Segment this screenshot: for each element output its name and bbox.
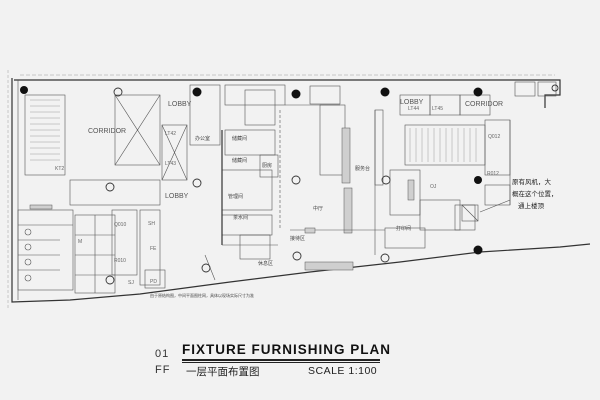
label-lift-3: LT44 [408, 106, 419, 112]
label-q012: Q012 [488, 134, 500, 140]
drawing-number: 01 [155, 348, 170, 360]
label-fe: FE [150, 246, 157, 252]
annotation-line-3: 通上楼顶 [518, 201, 545, 210]
label-lobby-1: LOBBY [168, 101, 192, 108]
label-lobby-2: LOBBY [165, 193, 189, 200]
label-lobby-3: LOBBY [400, 99, 424, 106]
label-lift-4: LT45 [432, 106, 443, 112]
label-store-a: 储藏间 [232, 135, 247, 142]
room-labels: CORRIDOR CORRIDOR LOBBY LOBBY LOBBY LT42… [55, 99, 503, 286]
label-stair-1: KT2 [55, 166, 64, 172]
left-stair-core [24, 94, 188, 289]
structural-columns [20, 84, 559, 285]
cn-room-labels: 办公室 中厅 休息区 储藏间 储藏间 厨房 打印间 茶水间 管理间 接待区 服务… [195, 135, 411, 267]
drawing-title: FIXTURE FURNISHING PLAN [182, 342, 392, 357]
label-hall: 中厅 [313, 205, 323, 212]
label-pantry: 茶水间 [233, 214, 248, 221]
left-toilet-block [17, 204, 116, 294]
label-reception: 接待区 [290, 235, 305, 242]
title-block: 01 FF FIXTURE FURNISHING PLAN 一层平面布置图 SC… [150, 342, 450, 392]
label-lift-1: LT42 [165, 131, 176, 137]
title-underline-thin [182, 362, 380, 363]
label-r012: R012 [487, 171, 499, 177]
label-office: 办公室 [195, 135, 210, 142]
label-kitchen: 厨房 [262, 162, 272, 169]
label-mgmt: 管理间 [228, 193, 243, 200]
annotation-line-1: 原有风机，大 [512, 177, 552, 186]
footnote: 由于原结构图，中间平面图柱网，具体以现场实际尺寸为准 [150, 292, 254, 298]
exterior-walls [7, 70, 591, 310]
fan-annotation: 原有风机，大 概在这个位置， 通上楼顶 [461, 177, 558, 222]
label-m: M [78, 239, 82, 245]
right-core [384, 81, 557, 249]
label-lounge: 休息区 [258, 260, 273, 267]
label-corridor-left: CORRIDOR [88, 128, 126, 135]
title-underline [182, 359, 380, 361]
label-oj: OJ [430, 184, 437, 190]
label-store-b: 储藏间 [232, 157, 247, 164]
label-counter: 服务台 [355, 165, 370, 172]
annotation-line-2: 概在这个位置， [512, 189, 558, 198]
central-zone [189, 84, 385, 281]
label-q010: Q010 [114, 222, 126, 228]
drawing-title-cn: 一层平面布置图 [186, 366, 260, 378]
label-sh: SH [148, 221, 155, 227]
label-corridor-right: CORRIDOR [465, 101, 503, 108]
floor-code: FF [155, 364, 171, 376]
label-print: 打印间 [396, 225, 411, 232]
label-lift-2: LT43 [165, 161, 176, 167]
label-pd: PD [150, 279, 157, 285]
label-sj: SJ [128, 280, 134, 286]
drawing-scale: SCALE 1:100 [308, 365, 378, 377]
label-r010: R010 [114, 258, 126, 264]
